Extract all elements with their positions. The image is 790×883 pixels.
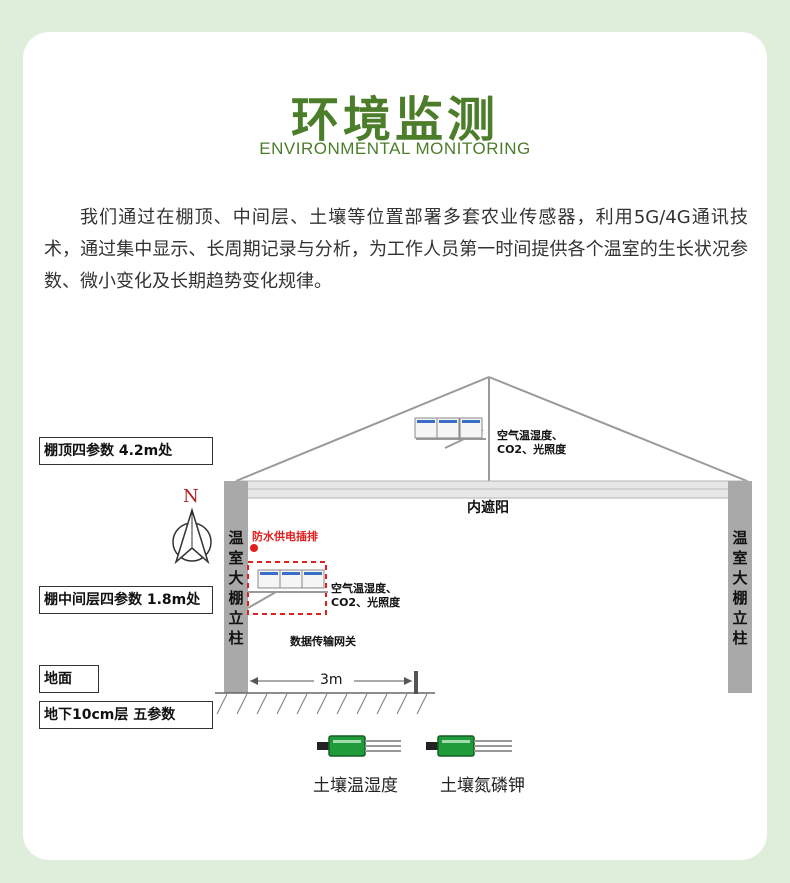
inner-shade-label: 内遮阳 <box>467 500 509 516</box>
soil-npk-caption: 土壤氮磷钾 <box>440 776 525 796</box>
description-paragraph: 我们通过在棚顶、中间层、土壤等位置部署多套农业传感器，利用5G/4G通讯技术，通… <box>44 207 748 292</box>
label-roof-params: 棚顶四参数 4.2m处 <box>39 437 213 465</box>
pillar-left <box>224 481 248 693</box>
compass-icon <box>172 507 212 565</box>
soil-npk-sensor-icon <box>426 735 512 757</box>
roof-sensor-text-1: 空气温湿度、 <box>497 429 563 442</box>
page-subtitle: ENVIRONMENTAL MONITORING <box>259 139 531 158</box>
gateway-box <box>247 561 327 615</box>
roof-sensor-text-2: CO2、光照度 <box>497 443 567 456</box>
gateway-label: 数据传输网关 <box>290 635 356 648</box>
power-outlet-dot <box>250 544 258 552</box>
pillar-left-label: 温室大棚立柱 <box>228 529 244 647</box>
compass-north-letter: N <box>183 486 199 507</box>
distance-label: 3m <box>320 672 343 688</box>
label-middle-params: 棚中间层四参数 1.8m处 <box>39 586 213 614</box>
pillar-right-label: 温室大棚立柱 <box>732 529 748 647</box>
label-underground-params: 地下10cm层 五参数 <box>39 701 213 729</box>
soil-moisture-caption: 土壤温湿度 <box>313 776 398 796</box>
distance-marker <box>250 671 418 694</box>
pillar-right <box>728 481 752 693</box>
middle-sensor-group <box>247 544 328 615</box>
middle-sensor-text-2: CO2、光照度 <box>331 596 401 609</box>
ground-hatching <box>216 693 428 715</box>
label-ground: 地面 <box>39 665 99 693</box>
power-strip-label: 防水供电插排 <box>252 530 318 543</box>
middle-sensor-text-1: 空气温湿度、 <box>331 582 397 595</box>
roof-right-line <box>488 376 748 482</box>
roof-left-line <box>235 376 490 482</box>
roof-sensor-group <box>414 417 486 449</box>
page-title: 环境监测 <box>290 92 499 148</box>
soil-moisture-sensor-icon <box>317 735 401 757</box>
